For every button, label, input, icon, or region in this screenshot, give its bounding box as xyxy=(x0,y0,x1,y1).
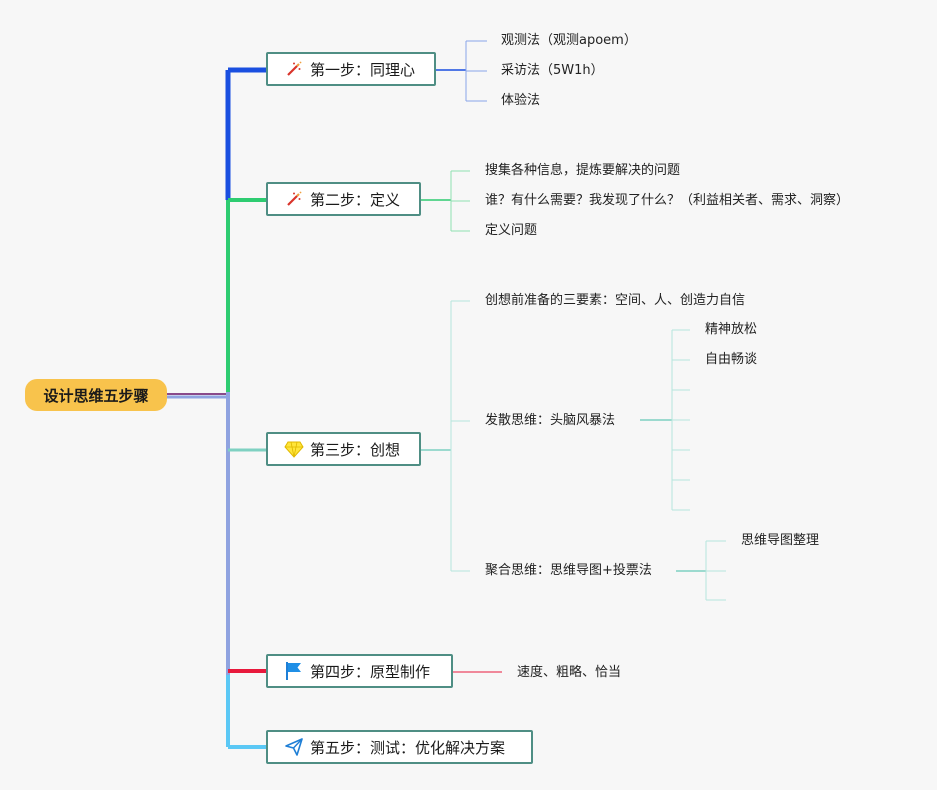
step-1-leaf[interactable]: 体验法 xyxy=(501,93,541,108)
step-3-node[interactable]: 第三步：创想 xyxy=(266,432,421,466)
root-node[interactable]: 设计思维五步骤 xyxy=(25,379,167,411)
step-3-label: 第三步：创想 xyxy=(310,440,401,459)
step-5-node[interactable]: 第五步：测试：优化解决方案 xyxy=(266,730,533,764)
step-2-node[interactable]: 第二步：定义 xyxy=(266,182,421,216)
step-2-leaf[interactable]: 定义问题 xyxy=(485,223,538,238)
magic-wand-icon xyxy=(284,189,304,209)
step-3-leaf[interactable]: 发散思维：头脑风暴法 xyxy=(485,413,616,428)
step-3-leaf[interactable]: 创想前准备的三要素：空间、人、创造力自信 xyxy=(485,293,746,308)
convergent-leaf[interactable]: 思维导图整理 xyxy=(741,533,820,548)
magic-wand-icon xyxy=(284,59,304,79)
root-label: 设计思维五步骤 xyxy=(43,386,149,405)
step-2-leaf[interactable]: 搜集各种信息，提炼要解决的问题 xyxy=(485,163,681,178)
step-1-leaf[interactable]: 采访法（5W1h） xyxy=(501,63,604,78)
step-1-leaf[interactable]: 观测法（观测apoem） xyxy=(501,33,637,48)
step-1-label: 第一步：同理心 xyxy=(310,60,416,79)
step-2-leaf[interactable]: 谁？有什么需要？我发现了什么？（利益相关者、需求、洞察） xyxy=(485,193,850,208)
step-4-leaf[interactable]: 速度、粗略、恰当 xyxy=(517,665,622,680)
step-5-label: 第五步：测试：优化解决方案 xyxy=(310,738,506,757)
diamond-icon xyxy=(284,439,304,459)
divergent-leaf[interactable]: 精神放松 xyxy=(705,322,758,337)
paper-plane-icon xyxy=(284,737,304,757)
step-2-label: 第二步：定义 xyxy=(310,190,401,209)
step-1-node[interactable]: 第一步：同理心 xyxy=(266,52,436,86)
step-4-label: 第四步：原型制作 xyxy=(310,662,431,681)
step-4-node[interactable]: 第四步：原型制作 xyxy=(266,654,453,688)
step-3-leaf[interactable]: 聚合思维：思维导图+投票法 xyxy=(485,563,652,578)
flag-icon xyxy=(284,661,304,681)
divergent-leaf[interactable]: 自由畅谈 xyxy=(705,352,758,367)
